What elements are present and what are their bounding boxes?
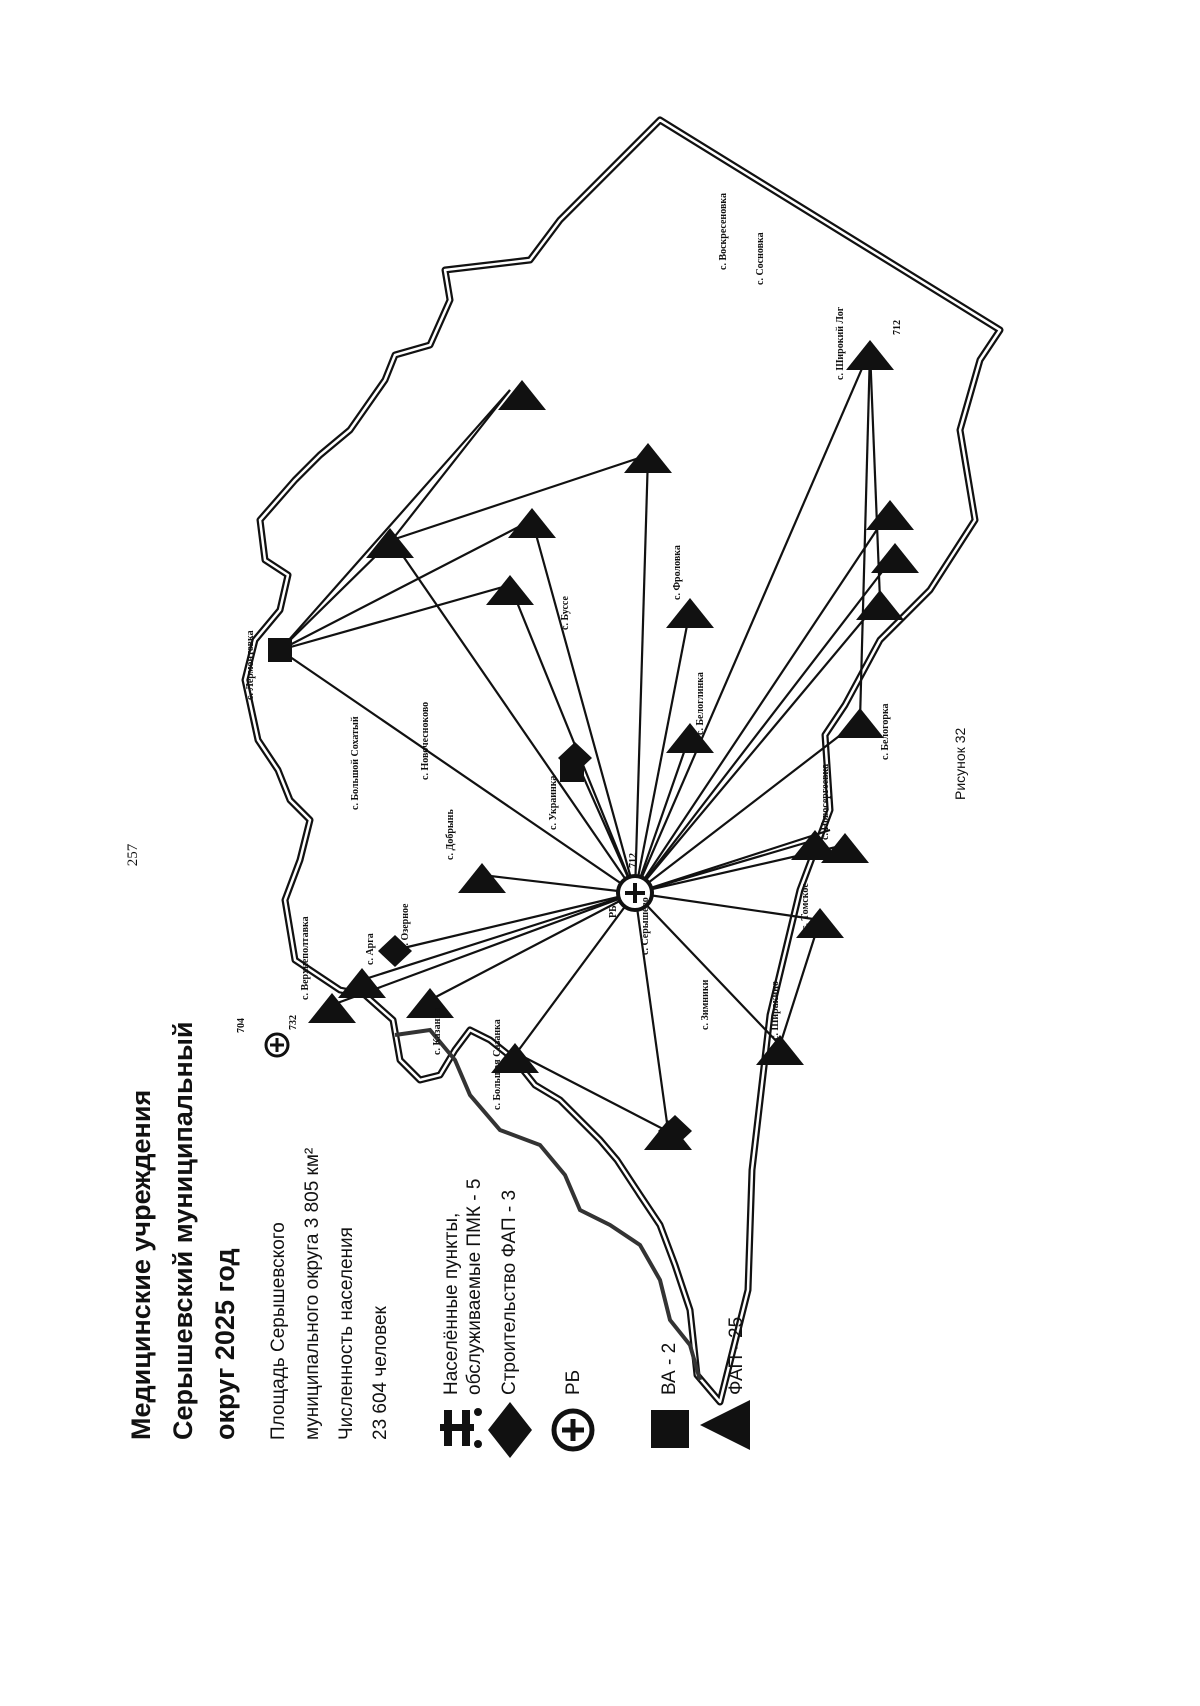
fap-marker [791,830,839,860]
district-boundary [241,116,1004,1406]
fap-marker [866,500,914,530]
fap-marker [308,993,356,1023]
connection-lines [279,349,896,1131]
river [394,1027,702,1381]
fap-marker [856,590,904,620]
fap-marker [508,508,556,538]
fap-marker [458,863,506,893]
fap-marker [796,908,844,938]
fap-construction-marker [558,742,592,774]
figure-caption: Рисунок 32 [952,727,968,800]
hospital-hub-icon [264,874,654,1058]
va-markers [268,638,584,782]
fap-marker [624,443,672,473]
fap-markers [308,340,919,1150]
fap-marker [338,968,386,998]
fap-marker [366,528,414,558]
fap-marker [756,1035,804,1065]
fap-marker [666,723,714,753]
fap-marker [871,543,919,573]
fap-construction-marker [658,1115,692,1147]
fap-marker [498,380,546,410]
fap-marker [836,708,884,738]
fap-marker [406,988,454,1018]
fap-marker [666,598,714,628]
fap-marker [491,1043,539,1073]
va-marker [268,638,292,662]
fap-construction-marker [378,935,412,967]
fap-construction-markers [378,742,692,1147]
fap-marker [486,575,534,605]
fap-marker [846,340,894,370]
